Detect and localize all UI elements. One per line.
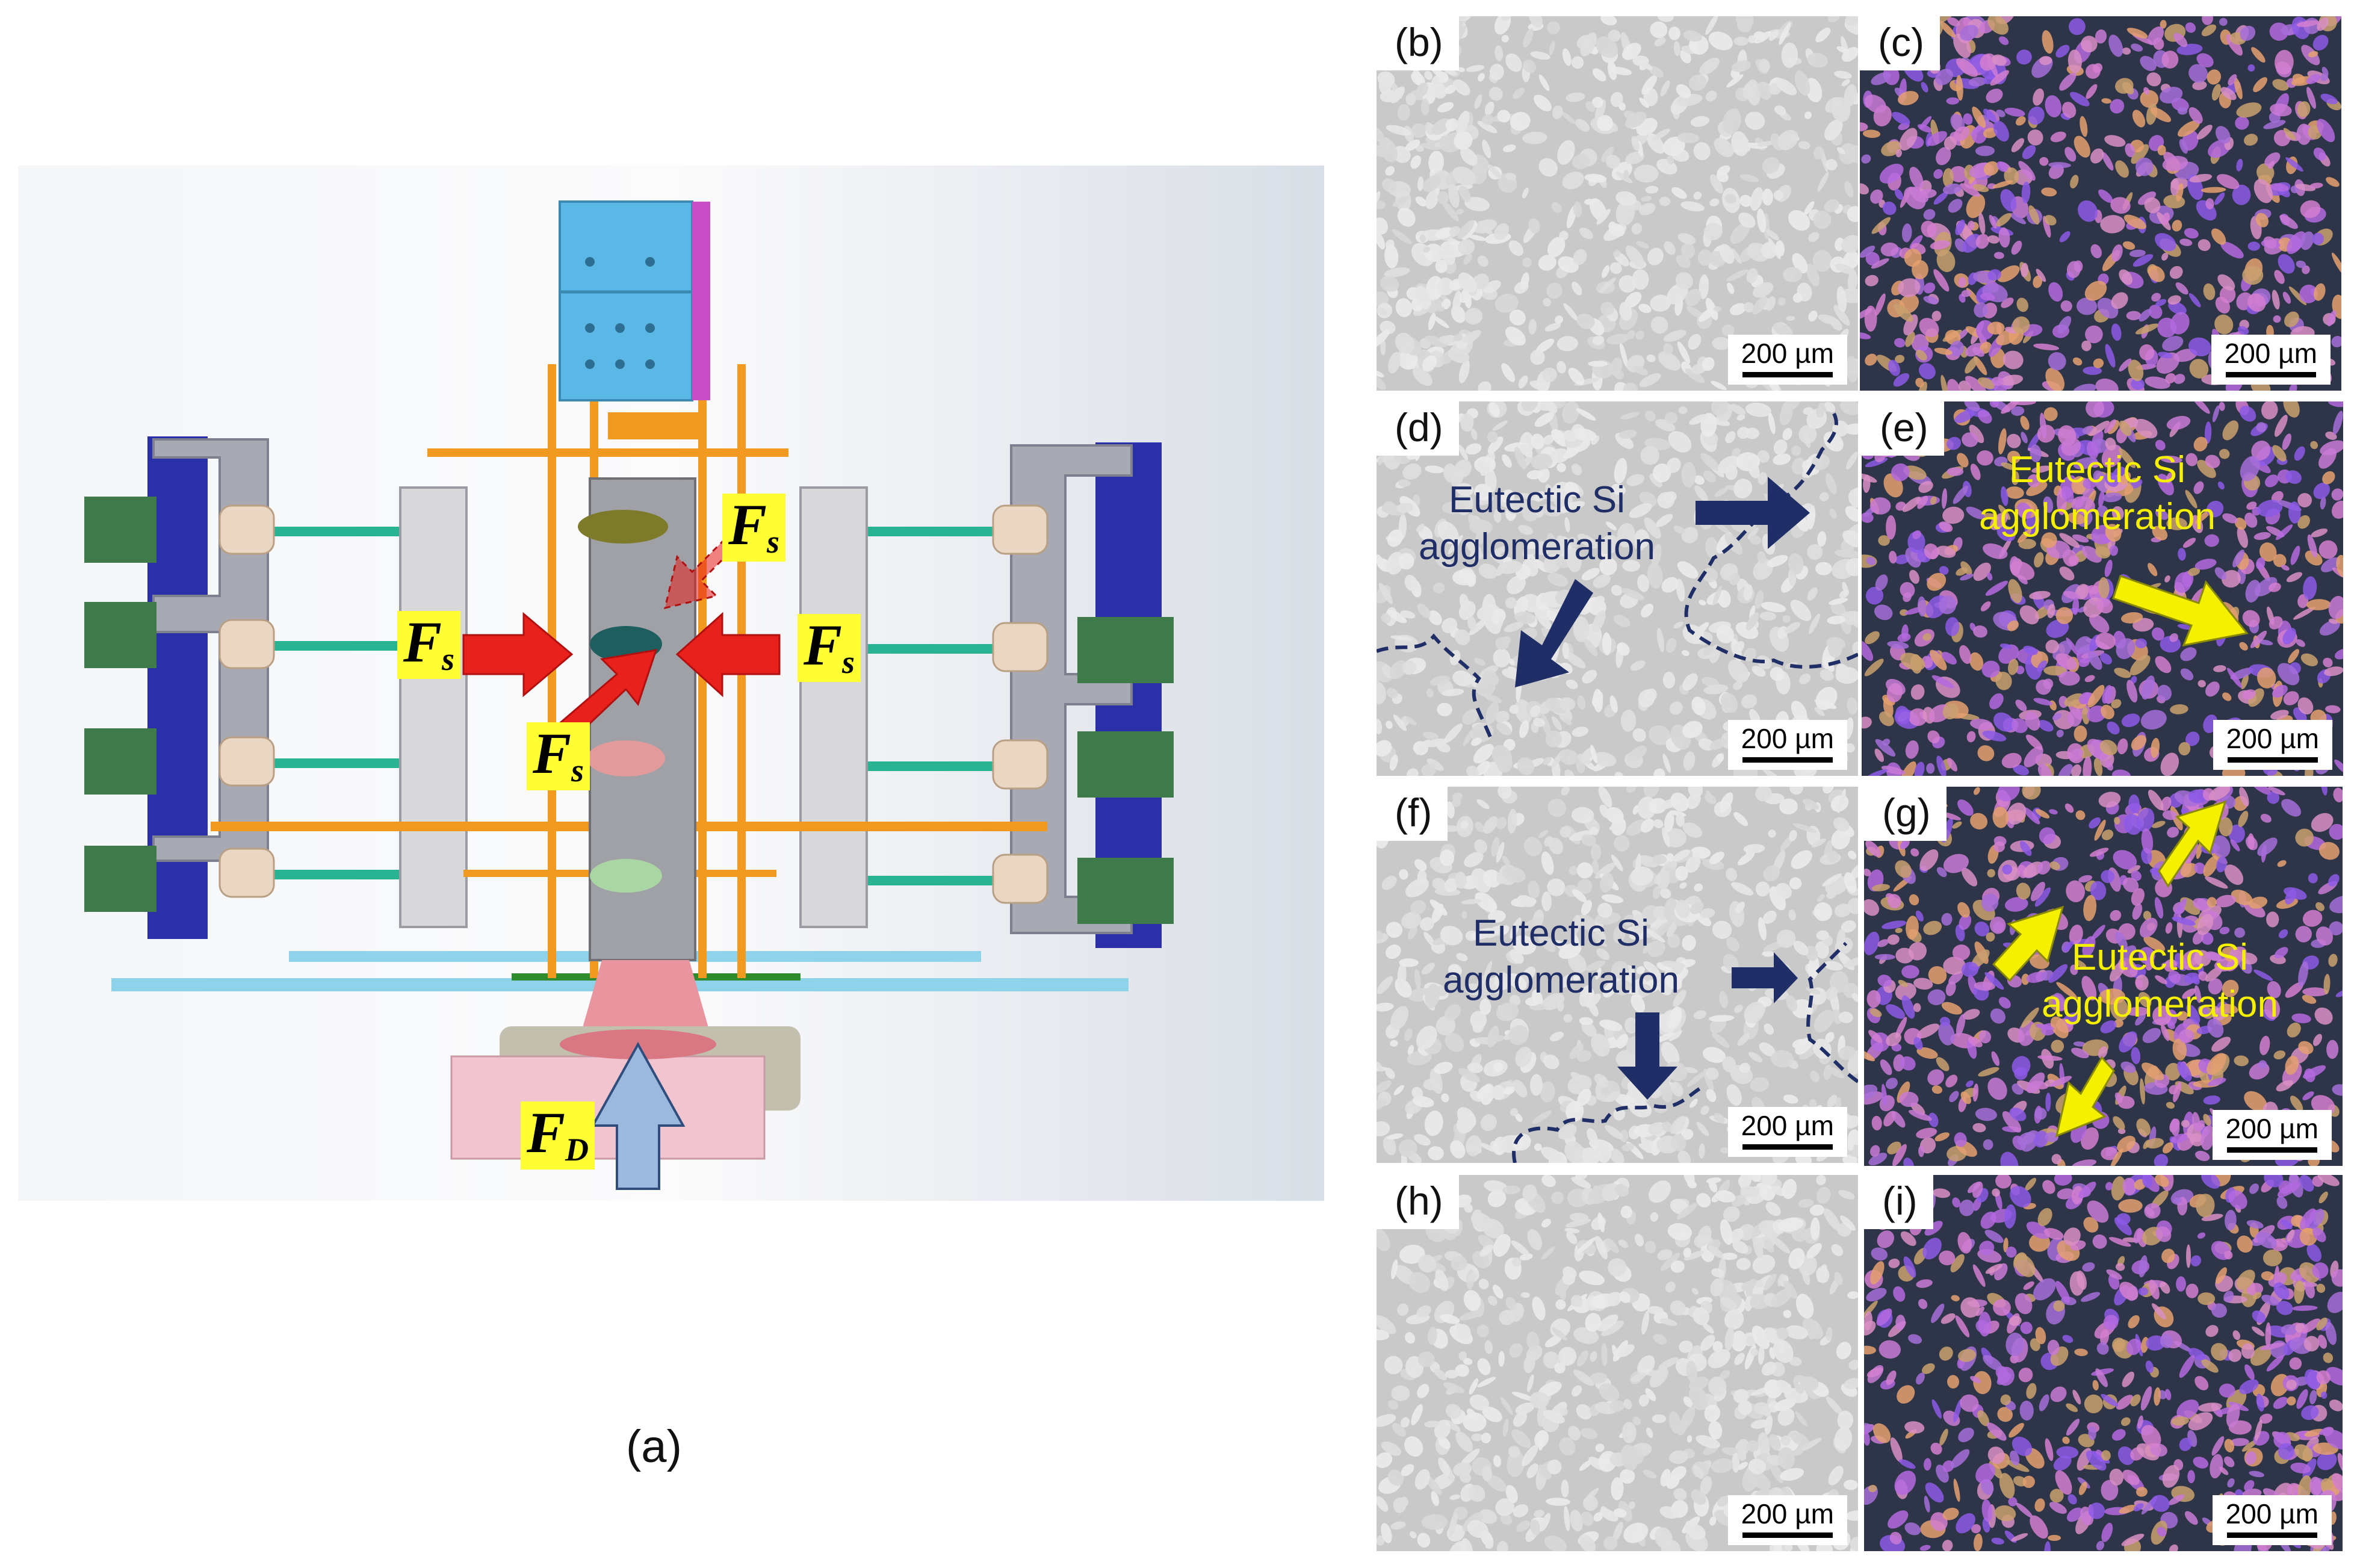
left-cylinder-4	[84, 846, 156, 912]
left-inner-platen	[399, 486, 468, 928]
panel-a-caption: (a)	[626, 1421, 682, 1472]
arrow-yellow-up-right	[2158, 800, 2227, 888]
left-cylinder-1	[84, 497, 156, 563]
arrow-yellow-up-left	[1992, 905, 2064, 982]
micrograph-c: (c) 200 µm	[1860, 16, 2341, 391]
head-left-1	[218, 504, 275, 555]
right-c-frame	[1010, 444, 1133, 934]
force-label-fd: FD	[521, 1102, 595, 1170]
scale-bar: 200 µm	[2212, 1110, 2332, 1160]
rod-left-3	[271, 758, 427, 768]
arrow-overlay	[2112, 575, 2249, 646]
fd-arrow	[590, 1041, 686, 1190]
panel-label: (e)	[1862, 401, 1944, 456]
head-right-3	[992, 739, 1048, 790]
arrow-dark-right	[1732, 952, 1798, 1003]
panel-label: (f)	[1377, 787, 1448, 841]
micrograph-h: (h) 200 µm	[1377, 1175, 1858, 1551]
head-right-1	[992, 504, 1048, 555]
scale-bar: 200 µm	[1727, 1107, 1847, 1157]
force-label-fs-lower: Fs	[527, 722, 590, 790]
rod-left-1	[271, 527, 427, 536]
force-arrow-right	[675, 612, 781, 698]
arrow-dark-down	[1617, 1012, 1677, 1100]
top-block-magenta-edge	[692, 202, 710, 400]
die-neck	[578, 960, 713, 1044]
panel-label: (c)	[1860, 16, 1940, 70]
left-cylinder-2	[84, 602, 156, 668]
die-insert-olive	[578, 510, 668, 544]
scale-bar: 200 µm	[1727, 1495, 1847, 1545]
die-insert-pink	[587, 740, 665, 776]
arrow-dark-down-left	[1515, 579, 1593, 687]
micrograph-i: (i) 200 µm	[1864, 1175, 2343, 1551]
rod-right-4	[861, 876, 1017, 885]
panel-label: (g)	[1864, 787, 1947, 841]
micrograph-texture	[1377, 16, 1858, 391]
agglomeration-overlay	[1512, 941, 1858, 1163]
rod-right-1	[861, 527, 1017, 536]
die-insert-green	[590, 859, 662, 893]
micrograph-texture	[1860, 16, 2341, 391]
scale-bar: 200 µm	[2211, 335, 2331, 385]
head-right-4	[992, 854, 1048, 904]
arrow-overlay	[1992, 800, 2227, 1138]
force-label-fs-top: Fs	[722, 494, 786, 562]
force-label-fs-right: Fs	[798, 614, 861, 682]
top-blue-block	[559, 200, 693, 401]
agglomeration-overlay	[1377, 412, 1858, 740]
rod-right-2	[861, 644, 1017, 654]
panel-label: (d)	[1377, 401, 1459, 456]
orange-beam-top	[427, 448, 788, 457]
micrograph-b: (b) 200 µm	[1377, 16, 1858, 391]
scale-bar: 200 µm	[1727, 720, 1847, 770]
panel-label: (h)	[1377, 1175, 1459, 1229]
arrow-dark-right	[1696, 477, 1810, 549]
arrow-yellow-down	[2055, 1056, 2115, 1138]
panel-a-machine-diagram: Fs Fs Fs Fs FD	[18, 166, 1324, 1201]
panel-label: (b)	[1377, 16, 1459, 70]
arrow-yellow	[2112, 575, 2249, 646]
panel-label: (i)	[1864, 1175, 1933, 1229]
orange-coupler	[608, 412, 698, 439]
rod-left-4	[271, 870, 427, 879]
force-label-fs-left: Fs	[397, 611, 461, 679]
force-arrow-left	[462, 612, 574, 698]
micrograph-texture	[1864, 1175, 2343, 1551]
scale-bar: 200 µm	[2212, 1495, 2332, 1545]
rod-right-3	[861, 761, 1017, 771]
head-left-3	[218, 736, 275, 787]
scale-bar: 200 µm	[2213, 720, 2332, 770]
right-cylinder-3	[1077, 858, 1174, 924]
head-left-4	[218, 848, 275, 898]
right-inner-platen	[799, 486, 868, 928]
head-right-2	[992, 622, 1048, 672]
right-cylinder-2	[1077, 731, 1174, 798]
rod-left-2	[271, 641, 427, 651]
head-left-2	[218, 619, 275, 669]
scale-bar: 200 µm	[1727, 335, 1847, 385]
right-cylinder-1	[1077, 617, 1174, 683]
left-cylinder-3	[84, 728, 156, 795]
machine-illustration	[18, 166, 1324, 1201]
